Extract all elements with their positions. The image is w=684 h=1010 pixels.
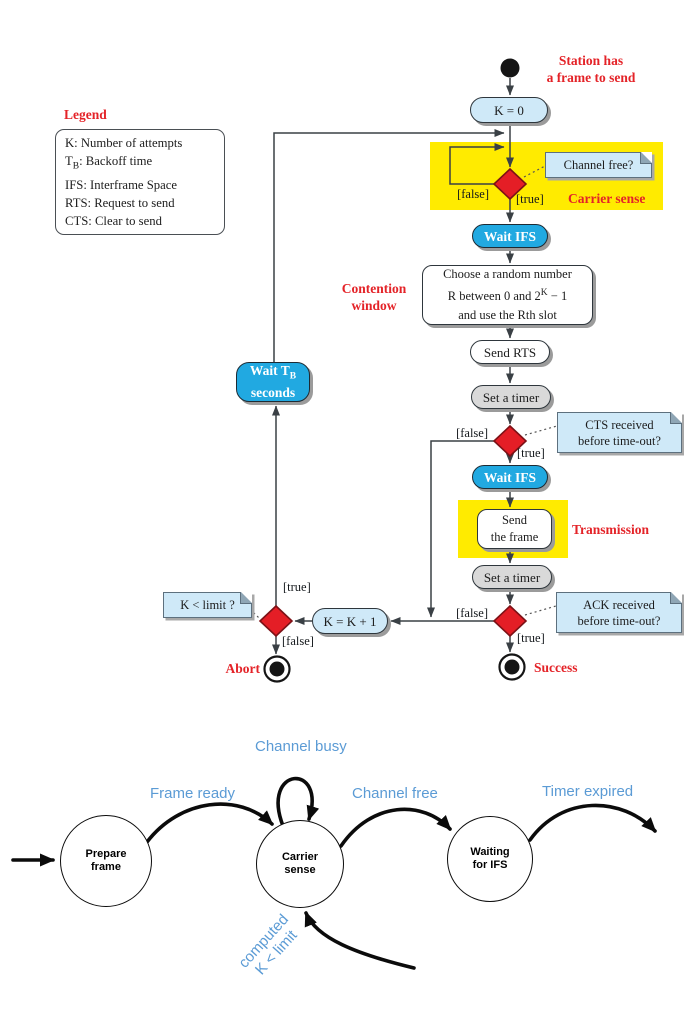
legend-item: IFS: Interframe Space (65, 177, 178, 192)
carrier-false-label: [false] (457, 187, 489, 201)
frame-ready-arrow (145, 802, 274, 844)
success-label: Success (534, 660, 578, 675)
state-prepare-frame: Prepare frame (60, 815, 152, 907)
state-waiting-for-ifs: Waiting for IFS (447, 816, 533, 902)
send-frame-box: Send the frame (477, 509, 552, 549)
state-carrier-sense: Carrier sense (256, 820, 344, 908)
set-timer-box-1: Set a timer (471, 385, 551, 409)
abort-label: Abort (225, 661, 261, 676)
legend-box: K: Number of attempts TB: Backoff time I… (55, 129, 225, 235)
k-limit-note: K < limit ? (163, 592, 252, 618)
note-fold (240, 592, 252, 604)
wait-tb-box: Wait TB seconds (236, 362, 310, 402)
cts-false-label: [false] (456, 426, 488, 440)
channel-busy-loop (276, 776, 320, 828)
cts-note: CTS received before time-out? (557, 412, 682, 453)
k-limit-false-label: [false] (282, 634, 314, 648)
k-increment-box: K = K + 1 (312, 608, 388, 634)
k-limit-diamond (258, 604, 294, 638)
computed-k-limit-label: computed K < limit (235, 911, 301, 979)
cts-true-label: [true] (517, 446, 545, 460)
timer-expired-label: Timer expired (542, 783, 634, 800)
set-timer-box-2: Set a timer (472, 565, 552, 589)
channel-free-note: Channel free? (545, 152, 652, 178)
note-fold (670, 592, 682, 604)
computed-arrow (304, 911, 416, 970)
note-fold (670, 412, 682, 424)
k0-box: K = 0 (470, 97, 548, 123)
channel-busy-label: Channel busy (255, 738, 347, 755)
legend-item: CTS: Clear to send (65, 213, 162, 228)
channel-free-label: Channel free (352, 785, 438, 802)
start-label: Station has a frame to send (546, 53, 636, 85)
transmission-label: Transmission (572, 522, 650, 537)
abort-node (263, 655, 291, 683)
contention-window-label: Contention window (341, 281, 407, 313)
carrier-sense-label: Carrier sense (568, 191, 646, 206)
legend-item: K: Number of attempts (65, 136, 183, 150)
wait-ifs-box-1: Wait IFS (472, 224, 548, 248)
note-fold (640, 152, 652, 164)
send-rts-box: Send RTS (470, 340, 550, 364)
carrier-true-label: [true] (516, 192, 544, 206)
ack-false-label: [false] (456, 606, 488, 620)
ack-note: ACK received before time-out? (556, 592, 682, 633)
legend-item: RTS: Request to send (65, 195, 175, 210)
frame-ready-label: Frame ready (150, 785, 236, 802)
wait-ifs-box-2: Wait IFS (472, 465, 548, 489)
legend-title: Legend (64, 107, 107, 122)
timer-expired-arrow (528, 803, 657, 842)
contention-box: Choose a random number R between 0 and 2… (422, 265, 593, 325)
ack-true-label: [true] (517, 631, 545, 645)
channel-free-arrow (339, 807, 452, 848)
legend-item: TB: Backoff time (65, 154, 153, 172)
success-node (498, 653, 526, 681)
k-limit-true-label: [true] (283, 580, 311, 594)
